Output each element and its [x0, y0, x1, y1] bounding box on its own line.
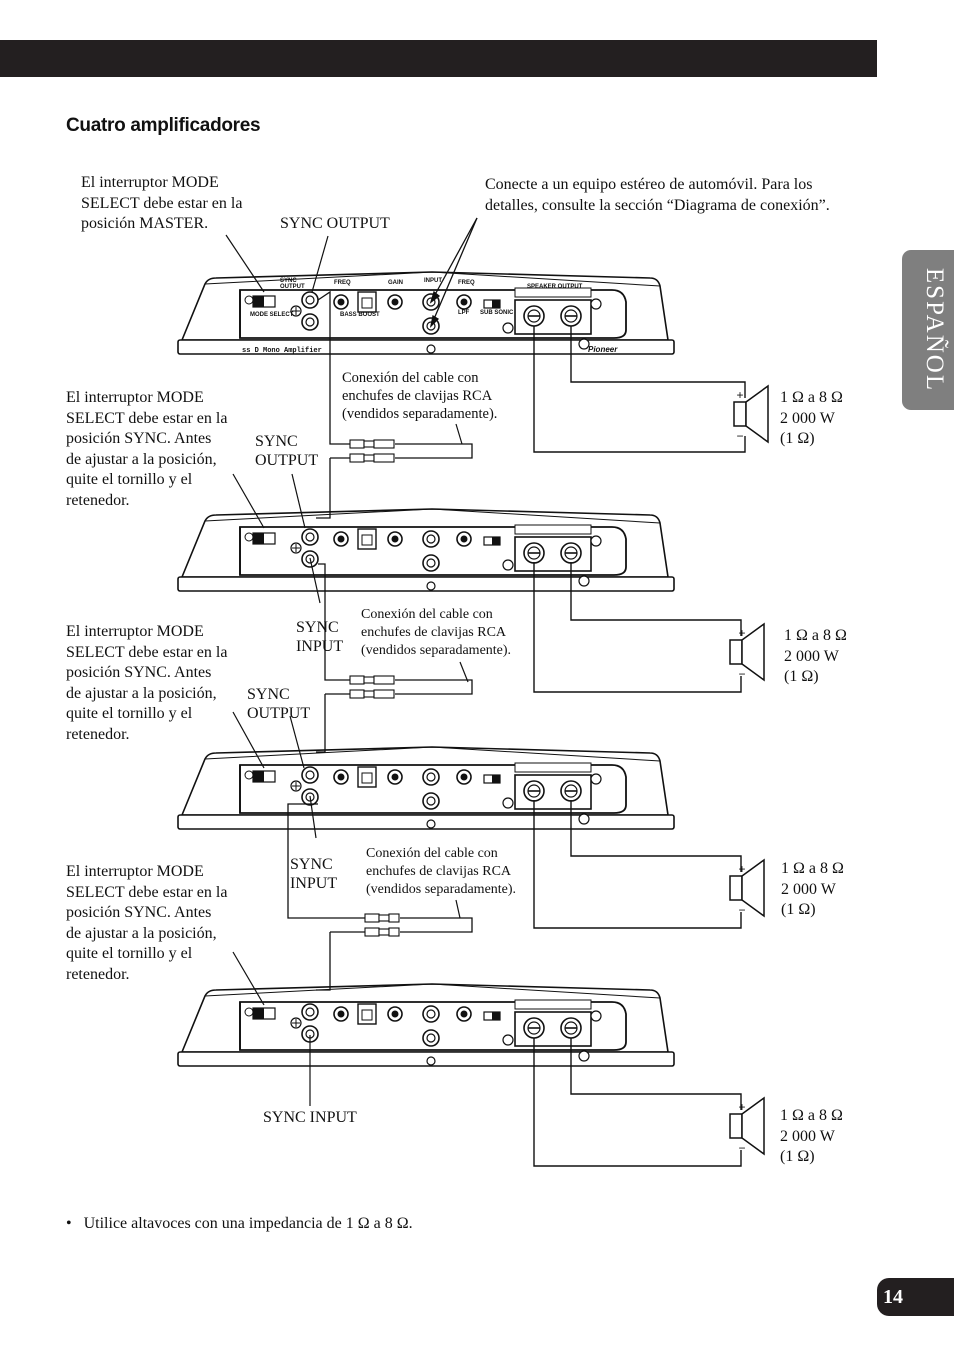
- svg-text:−: −: [738, 667, 745, 681]
- leader-master: [225, 234, 265, 293]
- amplifier-3: [177, 746, 675, 830]
- leader-sync-output-1: [311, 235, 329, 293]
- amplifier-4: [177, 983, 675, 1067]
- svg-text:+: +: [738, 862, 745, 876]
- panel-sub-sonic: SUB SONIC: [480, 310, 514, 316]
- footer-note-text: Utilice altavoces con una impedancia de …: [83, 1215, 413, 1232]
- svg-text:+: +: [736, 388, 743, 402]
- svg-text:−: −: [738, 903, 745, 917]
- panel-lpf: LPF: [458, 310, 470, 316]
- panel-speaker-output: SPEAKER OUTPUT: [527, 284, 583, 290]
- brand-logo: Pioneer: [588, 345, 618, 354]
- callout-sync-output-1: SYNC OUTPUT: [280, 215, 390, 232]
- panel-lpf-freq: FREQ: [458, 280, 475, 286]
- language-tab[interactable]: ESPAÑOL: [902, 250, 954, 410]
- callout-stereo-connect: Conecte a un equipo estéreo de automóvil…: [485, 176, 830, 214]
- svg-text:−: −: [736, 429, 743, 443]
- svg-text:−: −: [738, 1141, 745, 1155]
- panel-input: INPUT: [424, 278, 442, 284]
- callout-sync-input-4: SYNC INPUT: [263, 1109, 357, 1126]
- panel-bass-boost: BASS BOOST: [340, 312, 380, 318]
- page-number: 14: [877, 1278, 954, 1316]
- footer-note: • Utilice altavoces con una impedancia de…: [66, 1215, 413, 1233]
- section-title: Cuatro amplificadores: [66, 115, 261, 136]
- panel-model: ss D Mono Amplifier: [242, 347, 322, 355]
- amplifier-2: [177, 508, 675, 592]
- svg-text:+: +: [738, 626, 745, 640]
- stereo-input-arrows: [429, 217, 478, 328]
- panel-mode-select: MODE SELECT: [250, 312, 294, 318]
- bullet: •: [66, 1215, 72, 1232]
- header-bar: [0, 40, 877, 77]
- panel-freq: FREQ: [334, 280, 351, 286]
- svg-text:+: +: [738, 1100, 745, 1114]
- panel-gain: GAIN: [388, 280, 403, 286]
- speaker-icon: [729, 384, 769, 1156]
